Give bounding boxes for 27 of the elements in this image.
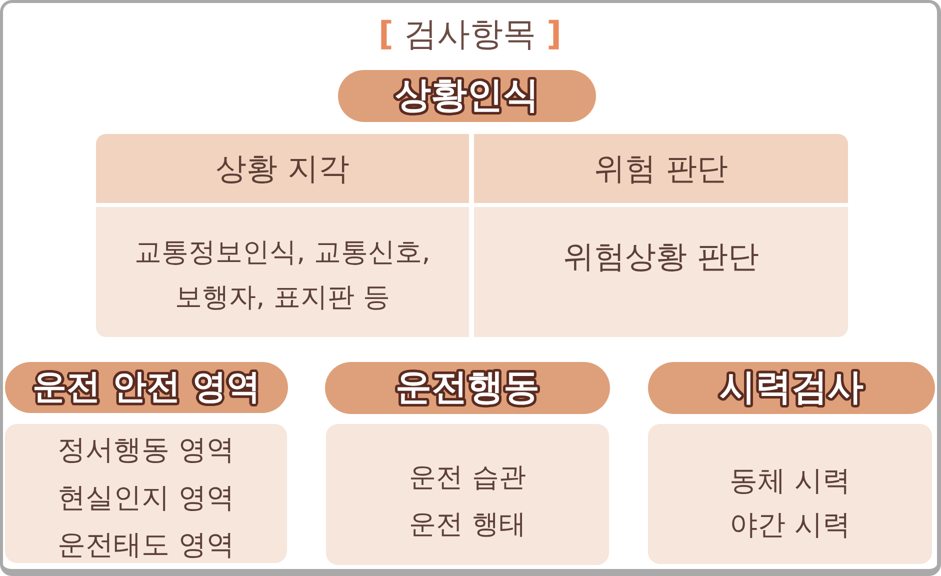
list-item: 동체 시력 — [730, 463, 850, 499]
category-pill — [325, 362, 610, 414]
category-heading: 운전 안전 영역 — [32, 368, 262, 408]
category-heading: 시력검사 — [718, 367, 864, 409]
category-heading: 운전행동 — [394, 367, 540, 409]
list-item: 운전태도 영역 — [58, 527, 234, 563]
item-list-panel — [326, 424, 609, 565]
item-list-panel — [5, 424, 287, 563]
table-header-cell — [474, 134, 848, 203]
category-pill — [5, 362, 288, 413]
description-text: 위험상황 판단 — [563, 238, 759, 277]
column-heading: 위험 판단 — [594, 150, 728, 188]
list-item: 현실인지 영역 — [58, 480, 234, 516]
list-item: 야간 시력 — [730, 507, 850, 543]
table-body-cell — [474, 207, 848, 337]
item-list-panel — [648, 424, 932, 564]
description-text: 교통정보인식, 교통신호, 보행자, 표지판 등 — [134, 236, 432, 315]
list-item: 운전 습관 — [409, 461, 526, 495]
category-pill — [648, 362, 935, 414]
table-body-cell — [96, 207, 469, 337]
table-header-cell — [96, 134, 469, 203]
diagram-title: [ 검사항목 ] — [378, 14, 562, 54]
category-heading: 상황인식 — [394, 75, 540, 117]
list-item: 운전 행태 — [409, 508, 526, 542]
category-pill — [338, 70, 596, 122]
list-item: 정서행동 영역 — [58, 432, 234, 468]
column-heading: 상황 지각 — [216, 150, 350, 188]
